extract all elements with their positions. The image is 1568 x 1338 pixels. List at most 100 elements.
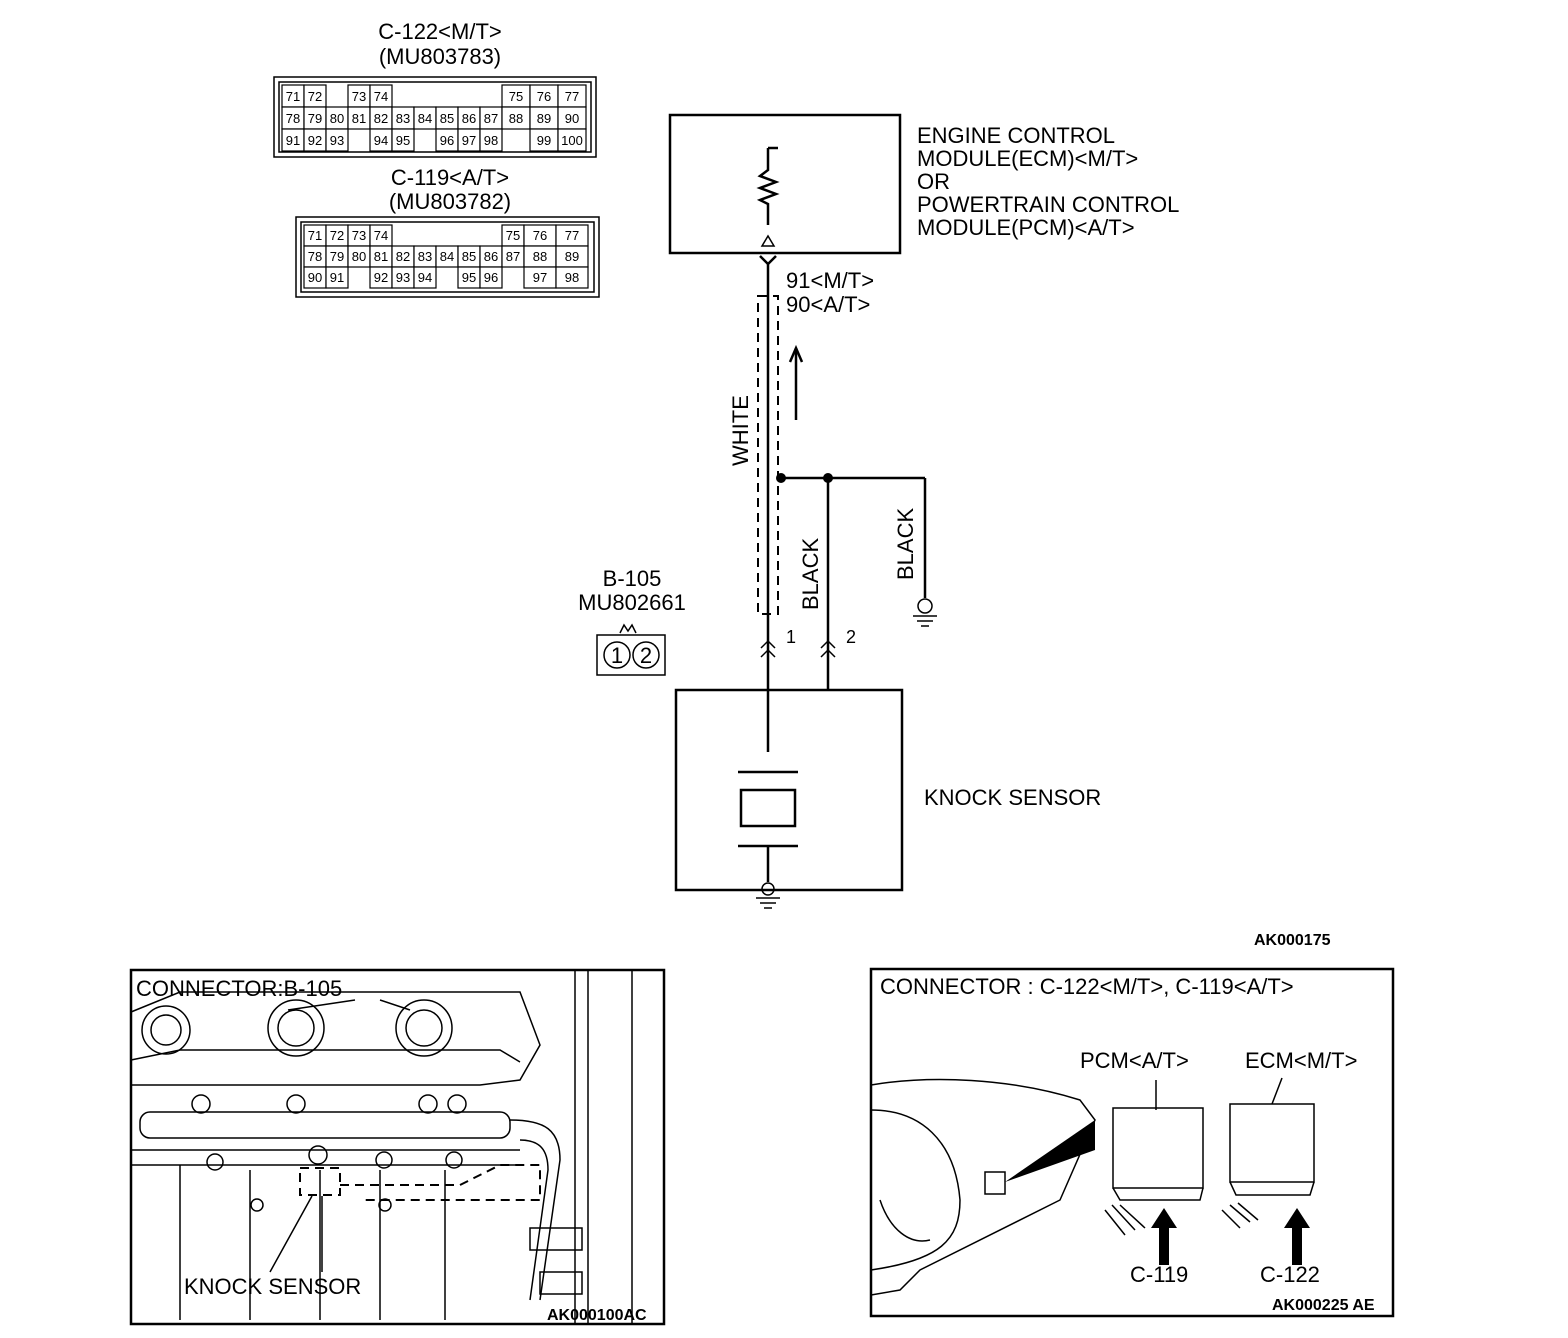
pin-number: 94	[374, 133, 388, 148]
pin-cell	[555, 266, 589, 289]
location-pointer	[1005, 1120, 1095, 1182]
c119-arrow-icon	[1151, 1208, 1177, 1265]
pin-number: 74	[374, 228, 388, 243]
b105-id: B-105	[603, 566, 662, 591]
pin-number: 94	[418, 270, 432, 285]
left-panel-code: AK000100AC	[547, 1307, 647, 1324]
ecm-label-line3: OR	[917, 169, 950, 194]
mount-bolt-icon	[445, 1151, 463, 1169]
pin-number: 83	[396, 111, 410, 126]
pin-number: 79	[308, 111, 322, 126]
pin-number: 72	[308, 89, 322, 104]
pin-number: 86	[462, 111, 476, 126]
mount-bolt-icon	[418, 1094, 438, 1114]
c122-arrow-icon	[1284, 1208, 1310, 1265]
pin-number: 90	[308, 270, 322, 285]
pin-number: 85	[440, 111, 454, 126]
pin-number: 85	[462, 249, 476, 264]
pin-number: 80	[352, 249, 366, 264]
spark-plug-well-icon	[395, 999, 453, 1057]
c122-id: C-122<M/T>	[378, 19, 502, 44]
left-panel-title: CONNECTOR:B-105	[136, 976, 342, 1001]
pin-number: 76	[537, 89, 551, 104]
left-panel-frame	[129, 968, 666, 1326]
wire-harness	[509, 1119, 561, 1301]
ecm-label: ECM<M/T>	[1245, 1048, 1357, 1073]
ecm-leader-line	[1271, 1077, 1283, 1105]
ecm-label-line2: MODULE(ECM)<M/T>	[917, 146, 1138, 171]
b105-connector-body	[529, 1227, 583, 1251]
pin-number: 96	[440, 133, 454, 148]
pin-number: 77	[565, 89, 579, 104]
pin-cell	[479, 266, 503, 289]
pin-number: 81	[374, 249, 388, 264]
pin-number: 95	[462, 270, 476, 285]
pin-number: 73	[352, 228, 366, 243]
b105-pin-1-label: 1	[611, 643, 623, 668]
pin-number: 96	[484, 270, 498, 285]
mount-bolt-icon	[206, 1153, 224, 1171]
pin-number: 93	[330, 133, 344, 148]
pin-number: 97	[462, 133, 476, 148]
pin-number: 75	[506, 228, 520, 243]
b105-pin-2	[632, 641, 660, 669]
pin-number: 98	[484, 133, 498, 148]
b105-pin-1	[603, 641, 631, 669]
c119-housing-inner	[300, 221, 595, 293]
pin-number: 78	[308, 249, 322, 264]
ground-icon	[756, 882, 780, 909]
connector-latch-icon	[619, 623, 637, 634]
pin-cell	[391, 128, 415, 152]
c122-part: (MU803783)	[379, 44, 501, 69]
pin-number: 87	[506, 249, 520, 264]
pcm-wires	[1104, 1204, 1146, 1236]
sensor-harness-hidden	[340, 1164, 541, 1201]
knock-sensor-label: KNOCK SENSOR	[924, 785, 1101, 810]
c119-housing-outer	[295, 216, 600, 298]
ground-icon	[913, 598, 937, 627]
pin-number: 79	[330, 249, 344, 264]
pin-cell	[413, 266, 437, 289]
mount-bolt-icon	[308, 1145, 328, 1165]
connector-b105: B-105 MU802661 1 2	[578, 566, 686, 676]
pin-number: 97	[533, 270, 547, 285]
ecm-terminal-at: 90<A/T>	[786, 292, 870, 317]
pin-number: 91	[286, 133, 300, 148]
pin-number: 100	[561, 133, 583, 148]
c122-housing-outer	[273, 76, 597, 158]
diagram-code: AK000175	[1254, 932, 1331, 949]
ecm-wires	[1221, 1202, 1259, 1229]
pin-2-label: 2	[846, 627, 856, 647]
pin-number: 87	[484, 111, 498, 126]
wire-color-white: WHITE	[728, 395, 753, 466]
b105-pin-2-label: 2	[640, 643, 652, 668]
pin-number: 80	[330, 111, 344, 126]
pin-number: 92	[374, 270, 388, 285]
wire-color-black-1: BLACK	[798, 538, 823, 610]
pin-cell	[557, 128, 587, 152]
right-panel-frame	[869, 967, 1395, 1318]
right-location-panel: CONNECTOR : C-122<M/T>, C-119<A/T> PCM<A…	[869, 967, 1395, 1318]
c119-label: C-119	[1130, 1262, 1188, 1287]
mount-bolt-icon	[447, 1094, 467, 1114]
pin-number: 75	[509, 89, 523, 104]
spark-plug-well-icon	[141, 1005, 191, 1055]
steering-wheel-spoke	[879, 1199, 931, 1242]
body-panel-lines	[574, 970, 633, 1324]
pin-cell	[479, 128, 503, 152]
pin-number: 99	[537, 133, 551, 148]
fuel-rail	[139, 1111, 511, 1139]
right-panel-title: CONNECTOR : C-122<M/T>, C-119<A/T>	[880, 974, 1294, 999]
right-panel-code: AK000225 AE	[1272, 1297, 1375, 1314]
pin-number: 71	[286, 89, 300, 104]
ecm-box	[668, 113, 902, 255]
left-panel-sensor-label: KNOCK SENSOR	[184, 1274, 361, 1299]
pin-number: 81	[352, 111, 366, 126]
pin-number: 82	[396, 249, 410, 264]
pin-number: 71	[308, 228, 322, 243]
pin-number: 82	[374, 111, 388, 126]
